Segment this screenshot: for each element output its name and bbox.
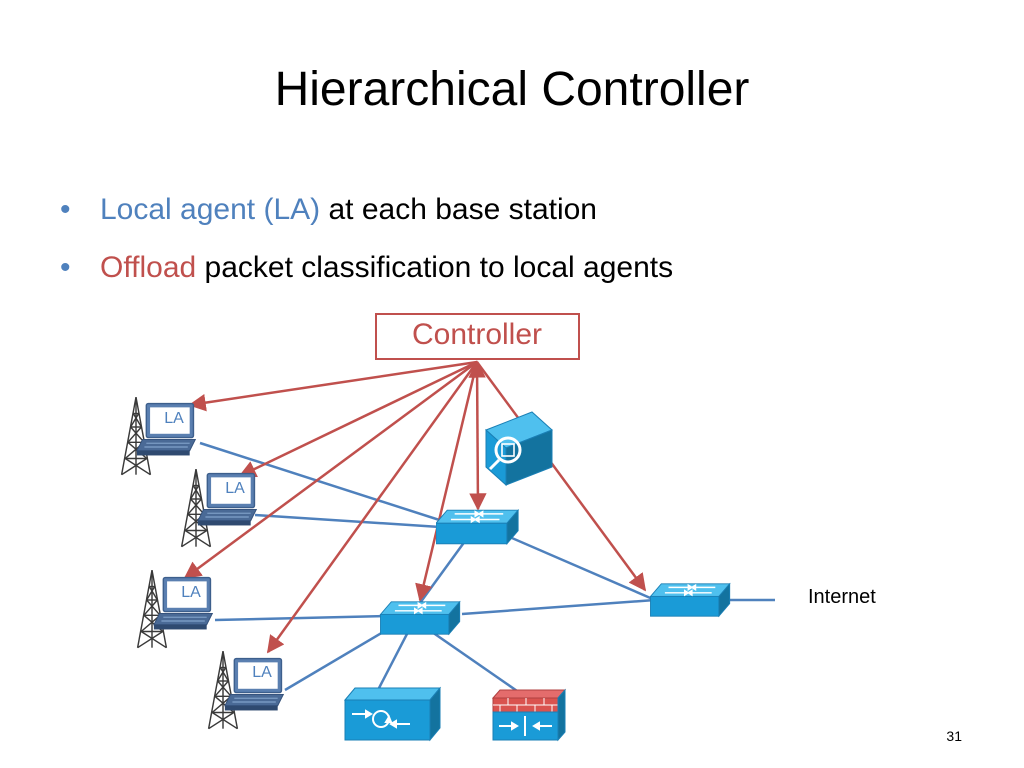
bullet-item: Offload packet classification to local a…	[60, 248, 673, 306]
bullet-text: at each base station	[320, 193, 597, 226]
firewall-icon	[491, 688, 567, 742]
agent-label: LA	[164, 410, 184, 427]
data-links	[199, 441, 775, 695]
data-link	[254, 513, 441, 529]
control-link	[475, 361, 647, 592]
bullet-highlight: Offload	[100, 251, 197, 284]
controller-label: Controller	[412, 318, 542, 351]
bullet-highlight: Local agent (LA)	[100, 193, 321, 226]
agent-label: LA	[181, 584, 201, 601]
agent-label: LA	[252, 664, 272, 681]
switch-icon	[379, 601, 461, 635]
control-links	[183, 360, 647, 654]
controller-box	[375, 313, 580, 360]
control-link	[183, 360, 478, 580]
switch-icon	[436, 509, 519, 545]
internet-label: Internet	[808, 586, 876, 608]
page-number: 31	[946, 728, 962, 744]
load-balancer-icon	[343, 686, 442, 742]
data-link	[461, 598, 656, 616]
data-link	[376, 631, 410, 691]
control-link	[415, 361, 479, 602]
control-link	[188, 360, 478, 412]
control-link	[238, 360, 478, 478]
data-link	[431, 630, 521, 695]
agent-label: LA	[225, 480, 245, 497]
bullet-text: packet classification to local agents	[196, 251, 674, 284]
server-icon	[485, 411, 553, 487]
cell-tower-icon	[207, 650, 239, 730]
slide-title: Hierarchical Controller	[274, 63, 750, 116]
control-link	[266, 361, 479, 654]
cell-tower-icon	[136, 569, 168, 649]
control-link	[468, 360, 487, 511]
bullet-list: Local agent (LA) at each base station Of…	[60, 190, 673, 306]
cell-tower-icon	[180, 468, 212, 548]
data-link	[214, 614, 389, 622]
bullet-item: Local agent (LA) at each base station	[60, 190, 673, 248]
data-link	[199, 441, 456, 527]
data-link	[504, 533, 656, 602]
data-link	[284, 623, 396, 692]
switch-icon	[649, 583, 731, 617]
